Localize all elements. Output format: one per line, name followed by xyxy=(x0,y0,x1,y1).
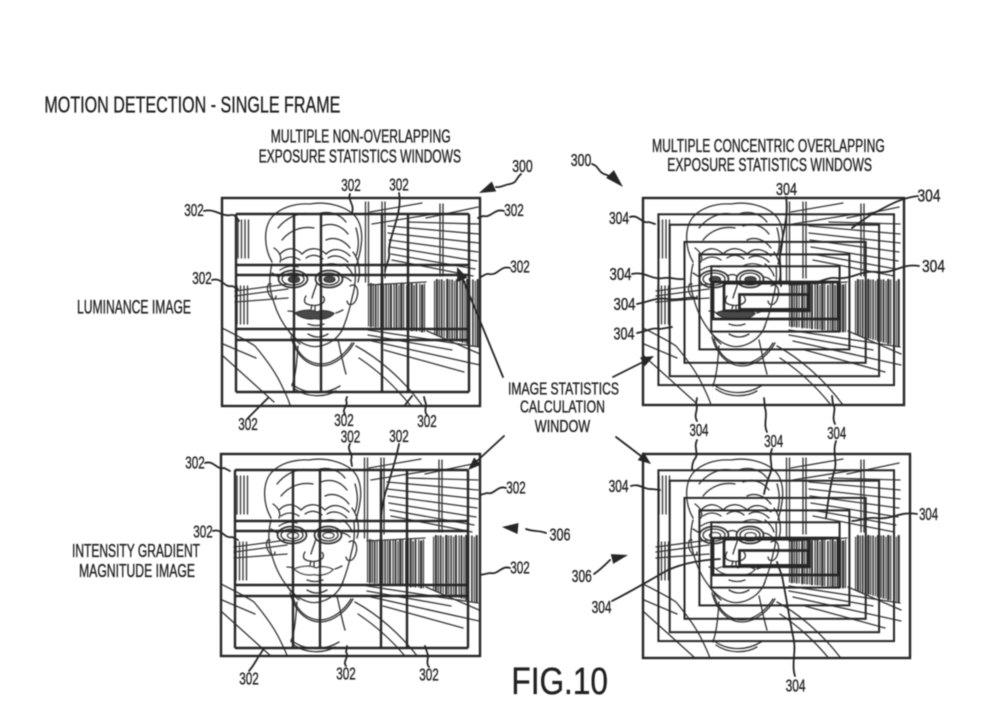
svg-text:304: 304 xyxy=(592,597,612,617)
svg-text:302: 302 xyxy=(504,200,524,220)
svg-text:304: 304 xyxy=(776,179,797,199)
svg-text:302: 302 xyxy=(389,426,409,446)
svg-text:302: 302 xyxy=(341,175,361,195)
svg-text:302: 302 xyxy=(510,558,530,578)
svg-text:302: 302 xyxy=(419,665,439,685)
svg-text:302: 302 xyxy=(239,669,259,689)
svg-text:304: 304 xyxy=(690,420,709,440)
svg-text:302: 302 xyxy=(193,522,213,542)
svg-text:302: 302 xyxy=(185,453,205,473)
svg-text:304: 304 xyxy=(919,504,938,524)
svg-text:304: 304 xyxy=(614,324,635,344)
svg-text:304: 304 xyxy=(918,186,941,206)
svg-text:304: 304 xyxy=(764,431,783,451)
svg-text:MAGNITUDE IMAGE: MAGNITUDE IMAGE xyxy=(79,561,195,581)
svg-text:302: 302 xyxy=(510,257,530,277)
svg-text:WINDOW: WINDOW xyxy=(535,416,591,436)
svg-text:306: 306 xyxy=(550,525,571,545)
svg-text:304: 304 xyxy=(610,264,632,284)
svg-text:INTENSITY GRADIENT: INTENSITY GRADIENT xyxy=(72,541,200,561)
svg-text:304: 304 xyxy=(609,208,629,228)
svg-text:300: 300 xyxy=(512,156,533,176)
svg-text:304: 304 xyxy=(609,476,629,496)
svg-text:304: 304 xyxy=(827,423,846,443)
svg-text:302: 302 xyxy=(389,175,409,195)
svg-text:304: 304 xyxy=(922,256,945,276)
svg-text:302: 302 xyxy=(336,664,356,684)
svg-text:302: 302 xyxy=(506,478,526,498)
svg-text:302: 302 xyxy=(334,410,354,430)
svg-text:302: 302 xyxy=(417,411,437,431)
svg-text:MULTIPLE CONCENTRIC OVERLAPPIN: MULTIPLE CONCENTRIC OVERLAPPING xyxy=(652,135,885,156)
svg-text:IMAGE STATISTICS: IMAGE STATISTICS xyxy=(508,378,619,398)
svg-text:302: 302 xyxy=(238,414,258,434)
svg-text:MULTIPLE NON-OVERLAPPING: MULTIPLE NON-OVERLAPPING xyxy=(271,126,451,147)
svg-text:302: 302 xyxy=(184,200,204,220)
svg-text:MOTION DETECTION - SINGLE FRAM: MOTION DETECTION - SINGLE FRAME xyxy=(44,92,340,118)
svg-text:CALCULATION: CALCULATION xyxy=(520,397,605,417)
svg-text:FIG.10: FIG.10 xyxy=(511,661,608,703)
svg-text:302: 302 xyxy=(192,268,212,288)
svg-text:300: 300 xyxy=(571,150,592,170)
svg-text:302: 302 xyxy=(341,427,361,447)
svg-text:EXPOSURE STATISTICS WINDOWS: EXPOSURE STATISTICS WINDOWS xyxy=(259,145,462,166)
svg-text:304: 304 xyxy=(786,676,806,696)
svg-text:304: 304 xyxy=(614,294,636,314)
svg-text:EXPOSURE STATISTICS WINDOWS: EXPOSURE STATISTICS WINDOWS xyxy=(667,154,872,175)
svg-text:LUMINANCE IMAGE: LUMINANCE IMAGE xyxy=(77,298,191,319)
svg-text:306: 306 xyxy=(572,566,592,586)
